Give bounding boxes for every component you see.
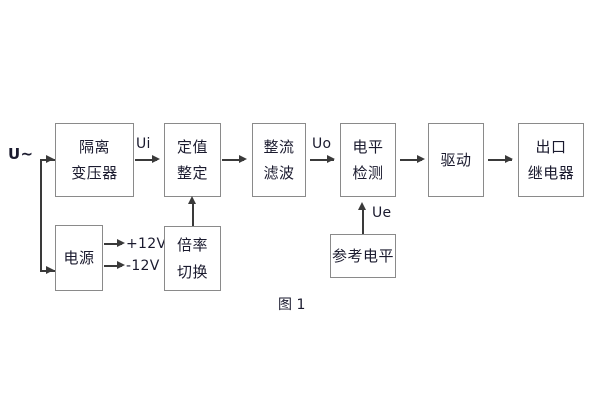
figure-caption: 图 1 (278, 297, 306, 313)
arrowhead-setting-to-rectifier (239, 155, 247, 163)
wire-setting-to-rectifier (222, 159, 244, 161)
signal-label-ue: Ue (372, 205, 392, 221)
arrowhead-transformer-to-setting (152, 155, 160, 163)
signal-label-ui: Ui (136, 136, 151, 152)
block-driver[interactable]: 驱动 (428, 123, 484, 197)
arrowhead-reference-to-level (358, 202, 366, 210)
block-rectifier-filter-line2: 滤波 (263, 164, 295, 182)
arrowhead-multiplier-to-setting (188, 196, 196, 204)
arrowhead-rail-positive (117, 239, 125, 247)
block-isolation-transformer[interactable]: 隔离 变压器 (55, 123, 134, 197)
wire-transformer-to-setting (135, 159, 157, 161)
arrowhead-driver-to-output-relay (505, 155, 513, 163)
wire-level-to-driver (400, 159, 422, 161)
block-setting-adjustment-line2: 整定 (176, 164, 208, 182)
block-isolation-transformer-line1: 隔离 (78, 137, 110, 156)
signal-label-input-ac: U~ (8, 145, 34, 163)
block-reference-level-line1: 参考电平 (331, 246, 394, 265)
wire-reference-to-level (362, 208, 364, 234)
block-output-relay-line1: 出口 (535, 137, 567, 156)
wire-rectifier-to-level (310, 159, 334, 161)
wire-rail-negative (104, 265, 122, 267)
block-setting-adjustment[interactable]: 定值 整定 (164, 123, 221, 197)
block-output-relay[interactable]: 出口 继电器 (518, 123, 584, 197)
wire-multiplier-to-setting (192, 202, 194, 226)
arrowhead-level-to-driver (417, 155, 425, 163)
block-rectifier-filter[interactable]: 整流 滤波 (252, 123, 306, 197)
block-driver-line1: 驱动 (440, 150, 472, 169)
arrowhead-rectifier-to-level (327, 155, 335, 163)
block-output-relay-line2: 继电器 (527, 164, 575, 182)
signal-label-rail-positive: +12V (126, 236, 167, 252)
block-setting-adjustment-line1: 定值 (176, 137, 208, 156)
block-power-supply-line1: 电源 (63, 248, 95, 267)
arrowhead-input-to-transformer (46, 155, 54, 163)
block-rectifier-filter-line1: 整流 (263, 137, 295, 156)
block-multiplier-switch-line2: 切换 (176, 262, 208, 281)
wire-rail-positive (104, 243, 122, 245)
block-multiplier-switch[interactable]: 倍率 切换 (164, 226, 221, 291)
block-power-supply[interactable]: 电源 (55, 225, 103, 291)
signal-label-rail-negative: -12V (126, 258, 160, 274)
block-isolation-transformer-line2: 变压器 (71, 164, 118, 182)
arrowhead-rail-negative (117, 261, 125, 269)
block-level-detection-line2: 检测 (352, 164, 384, 182)
arrowhead-input-to-power-supply (46, 266, 54, 274)
block-level-detection[interactable]: 电平 检测 (340, 123, 396, 197)
block-reference-level[interactable]: 参考电平 (330, 234, 396, 278)
block-level-detection-line1: 电平 (352, 137, 384, 156)
signal-label-uo: Uo (312, 136, 332, 152)
wire-input-bus-vertical (40, 159, 42, 271)
block-multiplier-switch-line1: 倍率 (176, 236, 208, 255)
wire-driver-to-output-relay (488, 159, 512, 161)
